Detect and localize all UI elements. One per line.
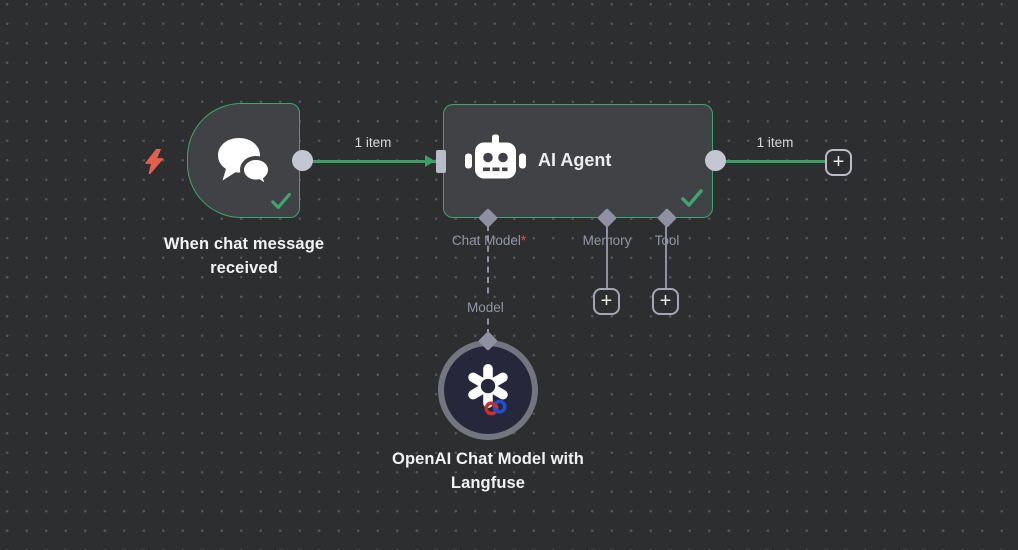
agent-output-endpoint[interactable] <box>705 150 726 171</box>
connection-agent-output[interactable] <box>716 160 826 163</box>
agent-success-checkmark-icon <box>681 189 703 207</box>
openai-logo-icon <box>468 363 508 409</box>
agent-node-title: AI Agent <box>538 150 612 170</box>
port-label-chat-model-text: Chat Model <box>451 233 521 248</box>
agent-node[interactable]: AI Agent <box>443 104 713 218</box>
model-node-label: OpenAI Chat Model with Langfuse <box>392 450 584 492</box>
chat-bubbles-icon <box>218 138 273 191</box>
add-memory-button[interactable]: + <box>593 288 620 315</box>
add-next-node-button[interactable]: + <box>825 149 852 176</box>
trigger-success-checkmark-icon <box>271 192 291 210</box>
agent-input-endpoint[interactable] <box>436 150 446 173</box>
trigger-node[interactable] <box>187 103 300 218</box>
connection-item-count-label: 1 item <box>354 135 392 150</box>
langfuse-logo-icon <box>484 399 507 416</box>
required-asterisk: * <box>520 233 527 248</box>
tool-connector-line[interactable] <box>665 225 667 289</box>
output-item-count-label: 1 item <box>756 135 794 150</box>
trigger-output-endpoint[interactable] <box>292 150 313 171</box>
port-label-memory: Memory <box>582 233 632 248</box>
connection-arrowhead-icon <box>425 155 435 167</box>
trigger-bolt-icon <box>145 149 164 174</box>
port-label-chat-model: Chat Model* <box>429 233 549 248</box>
trigger-node-label: When chat message received <box>163 235 325 277</box>
memory-connector-line[interactable] <box>606 225 608 289</box>
robot-icon <box>465 134 526 179</box>
connection-trigger-to-agent[interactable] <box>303 160 436 163</box>
port-label-tool: Tool <box>654 233 680 248</box>
model-connection-label: Model <box>463 298 508 317</box>
openai-model-node[interactable] <box>438 340 538 440</box>
add-tool-button[interactable]: + <box>652 288 679 315</box>
chat-model-connection[interactable] <box>487 225 489 335</box>
